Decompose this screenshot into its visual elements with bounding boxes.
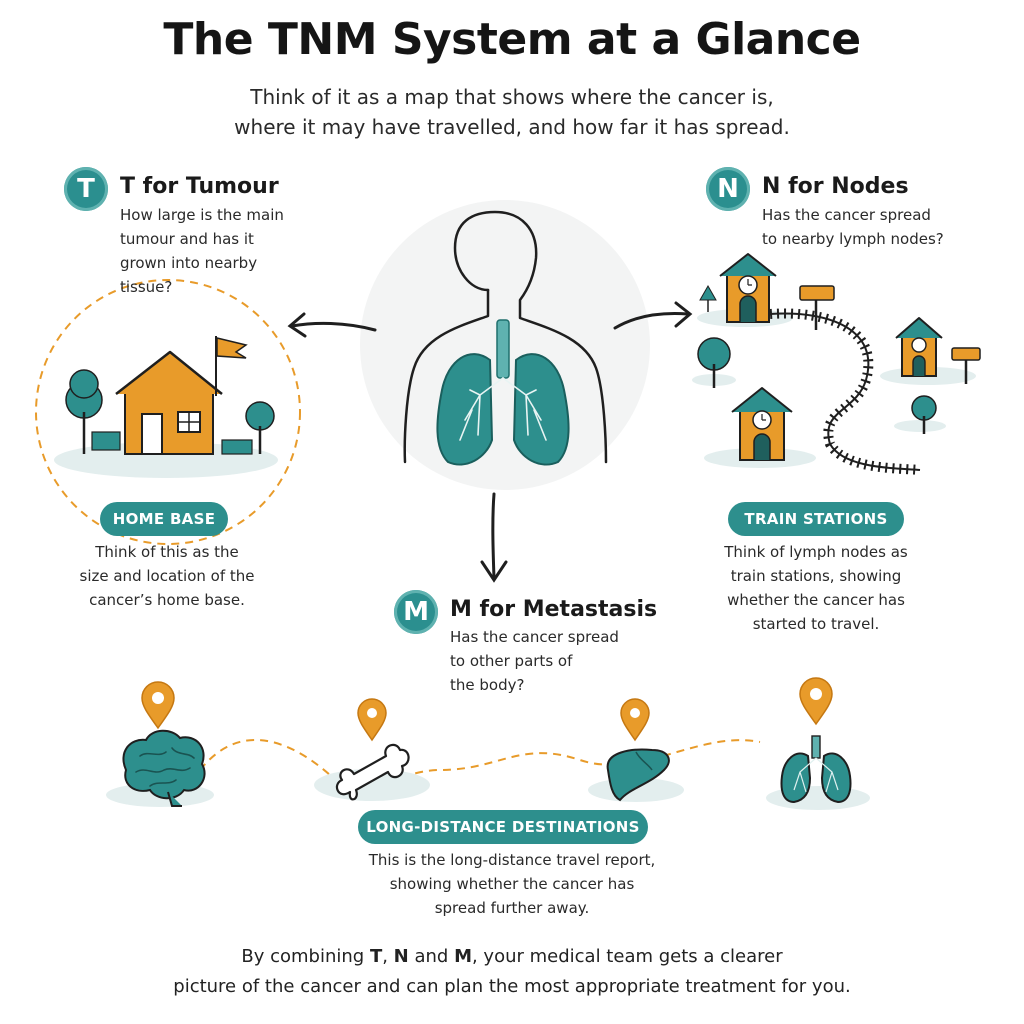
m-badge: M [394,590,438,634]
railway-track [769,308,921,475]
tree-icon [699,284,717,312]
t-heading: T for Tumour [120,174,279,199]
footer-m: M [454,946,472,967]
footer-summary: By combining T, N and M, your medical te… [132,942,892,1002]
train-stations-label: TRAIN STATIONS [728,502,904,536]
bone-icon [335,743,410,801]
train-station-icon [895,317,943,377]
footer-n: N [393,946,409,967]
arrow-to-nodes [613,301,693,330]
signpost-icon [799,285,835,330]
location-pin-icon [357,698,387,742]
footer-line-2: picture of the cancer and can plan the m… [173,976,851,997]
home-base-dashed-ring [35,279,301,545]
subtitle-line-1: Think of it as a map that shows where th… [250,85,774,109]
m-description: This is the long-distance travel report,… [368,851,656,917]
m-question: Has the cancer spread to other parts of … [450,628,619,694]
lungs-icon [780,735,852,804]
n-badge: N [706,167,750,211]
home-base-label: HOME BASE [100,502,228,536]
destination-route [199,738,761,786]
train-station-icon [731,387,793,461]
footer-t: T [369,946,383,967]
location-pin-icon [799,677,833,726]
liver-icon [606,748,670,802]
brain-icon [122,729,206,807]
arrow-to-metastasis [480,492,508,583]
n-description: Think of lymph nodes as train stations, … [724,543,908,633]
arrow-to-tumour [287,312,377,338]
footer-line-1: By combining T, N and M, your medical te… [241,946,783,967]
flag-icon [215,336,248,396]
lungs-center-icon [436,319,570,466]
human-silhouette-icon [403,210,608,464]
subtitle-line-2: where it may have travelled, and how far… [234,115,790,139]
tree-icon [65,369,103,454]
n-question: Has the cancer spread to nearby lymph no… [762,206,944,248]
page-title: The TNM System at a Glance [163,14,861,65]
t-description: Think of this as the size and location o… [79,543,255,609]
t-badge: T [64,167,108,211]
tree-icon [245,401,275,454]
signpost-icon [951,347,981,384]
fence-icon [91,431,253,455]
location-pin-icon [620,698,650,742]
train-station-icon [719,253,777,323]
house-icon [115,350,223,455]
n-heading: N for Nodes [762,174,909,199]
page-subtitle: Think of it as a map that shows where th… [112,82,912,142]
t-question: How large is the main tumour and has it … [120,206,284,296]
tree-icon [697,337,731,388]
location-pin-icon [141,681,175,730]
long-distance-label: LONG-DISTANCE DESTINATIONS [358,810,648,844]
m-heading: M for Metastasis [450,597,658,622]
tree-icon [911,395,937,434]
